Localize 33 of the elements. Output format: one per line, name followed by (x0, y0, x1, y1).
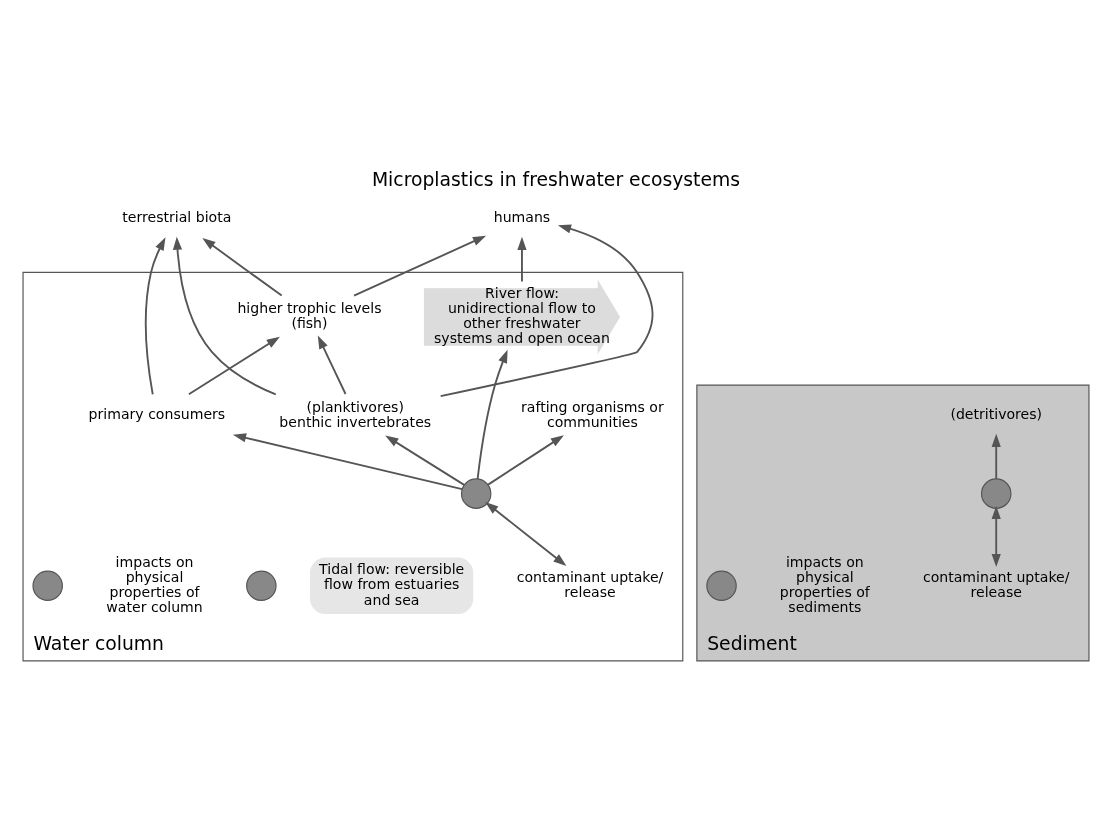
node-text: (detritivores) (950, 405, 1043, 422)
diagram-title: Microplastics in freshwater ecosystems (371, 168, 741, 190)
arrow (385, 434, 466, 486)
arrow (353, 235, 487, 297)
node-text: terrestrial biota (122, 208, 232, 225)
node-text: primary consumers (88, 405, 226, 422)
node-text: contaminant uptake/ release (516, 568, 664, 600)
arrow (232, 432, 463, 490)
arrow (485, 501, 567, 566)
node-label: impacts on physical properties of sediments (779, 553, 870, 615)
node-circle (246, 570, 277, 601)
arrow (991, 433, 1001, 480)
node-label: impacts on physical properties of water column (106, 553, 203, 615)
arrow (991, 505, 1001, 567)
arrow (517, 236, 527, 282)
node-text: (planktivores) benthic invertebrates (279, 398, 432, 430)
node-text: humans (493, 208, 551, 225)
arrow (145, 236, 166, 395)
node-circle (980, 477, 1012, 509)
arrow (487, 434, 564, 486)
node-circle (706, 570, 737, 601)
arrow (317, 335, 347, 395)
node-circle (32, 570, 63, 601)
node-circle (460, 477, 492, 509)
node-text: rafting organisms or communities (521, 398, 664, 430)
node-box: Tidal flow: reversible flow from estuaries and sea (310, 557, 474, 614)
arrow (202, 237, 283, 297)
arrow (476, 349, 508, 480)
arrow (172, 236, 277, 395)
arrow (187, 336, 280, 395)
node-text: contaminant uptake/ release (922, 568, 1070, 600)
node-text: higher trophic levels (fish) (237, 299, 382, 331)
arrow (439, 223, 654, 397)
